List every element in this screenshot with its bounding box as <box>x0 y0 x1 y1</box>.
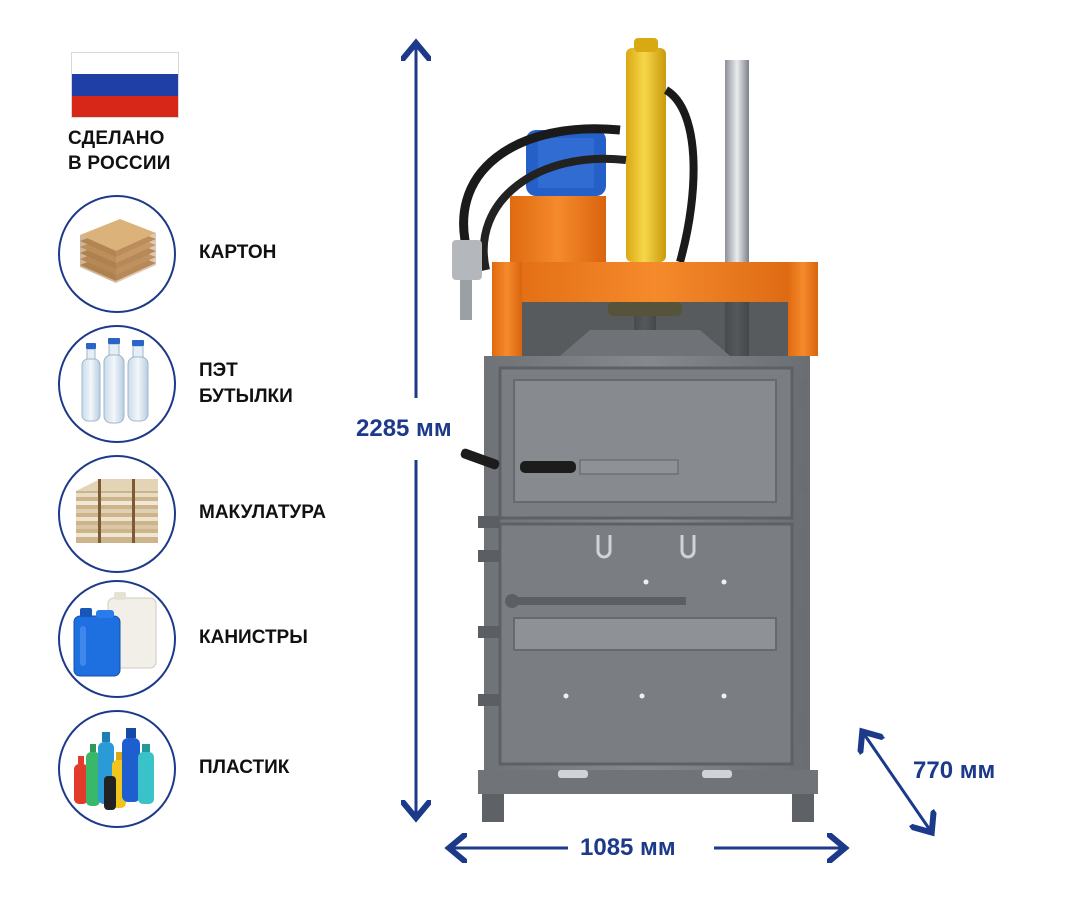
flag-stripe-white <box>72 53 178 75</box>
material-item-cardboard: КАРТОН <box>58 195 358 319</box>
pet-bottles-icon <box>58 325 176 443</box>
made-in-line1: СДЕЛАНО <box>68 128 165 149</box>
lower-door-lock-bar[interactable] <box>510 597 686 605</box>
material-label-pet-line2: БУТЫЛКИ <box>199 386 293 407</box>
top-frame <box>492 262 818 302</box>
plastic-bottles-icon <box>58 710 176 828</box>
hydraulic-cylinder <box>626 48 666 262</box>
material-label-waste-paper: МАКУЛАТУРА <box>199 502 326 523</box>
depth-dimension-label: 770 мм <box>913 757 996 784</box>
material-label-plastic: ПЛАСТИК <box>199 757 290 778</box>
russian-flag-icon <box>71 52 179 118</box>
upper-door-handle[interactable] <box>520 461 576 473</box>
vertical-baler-machine <box>452 38 818 822</box>
material-item-canisters: КАНИСТРЫ <box>58 580 358 704</box>
hydraulic-pump-block <box>510 196 606 262</box>
canisters-icon <box>58 580 176 698</box>
material-label-cardboard: КАРТОН <box>199 242 277 263</box>
material-item-pet-bottles: ПЭТ БУТЫЛКИ <box>58 325 358 449</box>
material-item-waste-paper: МАКУЛАТУРА <box>58 455 358 579</box>
height-dimension-label: 2285 мм <box>356 415 452 442</box>
made-in-line2: В РОССИИ <box>68 153 171 174</box>
cardboard-stack-icon <box>58 195 176 313</box>
flag-stripe-red <box>72 95 178 117</box>
flag-stripe-blue <box>72 74 178 96</box>
base-frame <box>478 770 818 794</box>
paper-bale-icon <box>58 455 176 573</box>
width-dimension-label: 1085 мм <box>580 834 676 861</box>
material-label-canisters: КАНИСТРЫ <box>199 627 308 648</box>
material-label-pet-line1: ПЭТ <box>199 360 238 381</box>
made-in-russia-label: СДЕЛАНО В РОССИИ <box>68 126 188 176</box>
material-item-plastic: ПЛАСТИК <box>58 710 358 834</box>
